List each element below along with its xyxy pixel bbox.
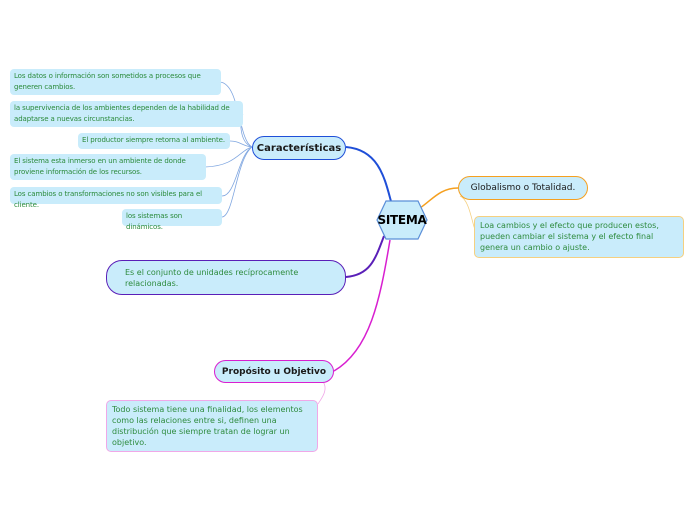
branch-globalismo[interactable]: Globalismo o Totalidad. <box>458 176 588 200</box>
proposito-detail[interactable]: Todo sistema tiene una finalidad, los el… <box>106 400 318 452</box>
branch-caracteristicas-label: Características <box>256 142 342 154</box>
caracteristica-item-text: Los datos o información son sometidos a … <box>14 72 201 91</box>
branch-conjunto[interactable]: Es el conjunto de unidades recíprocament… <box>106 260 346 295</box>
branch-proposito-label: Propósito u Objetivo <box>221 366 327 377</box>
link-center-conjunto <box>345 235 385 278</box>
caracteristica-item[interactable]: El sistema esta inmerso en un ambiente d… <box>10 154 206 180</box>
caracteristica-item[interactable]: los sistemas son dinámicos. <box>122 209 222 231</box>
branch-caracteristicas[interactable]: Características <box>252 136 346 160</box>
caracteristica-item[interactable]: El productor siempre retorna al ambiente… <box>78 133 230 149</box>
globalismo-detail-text: Loa cambios y el efecto que producen est… <box>480 221 659 252</box>
branch-conjunto-text: Es el conjunto de unidades recíprocament… <box>125 268 299 288</box>
caracteristica-item-text: Los cambios o transformaciones no son vi… <box>14 190 202 209</box>
branch-proposito[interactable]: Propósito u Objetivo <box>214 360 334 383</box>
link-center-globalismo <box>419 187 459 209</box>
caracteristica-item-text: los sistemas son dinámicos. <box>126 212 183 231</box>
link-center-caracteristicas <box>345 146 393 206</box>
hexagon-shape <box>376 200 428 240</box>
proposito-detail-text: Todo sistema tiene una finalidad, los el… <box>112 405 303 447</box>
caracteristica-item[interactable]: Los cambios o transformaciones no son vi… <box>10 187 222 209</box>
central-node-label: SITEMA <box>377 213 427 227</box>
branch-globalismo-label: Globalismo o Totalidad. <box>470 183 576 193</box>
caracteristica-item[interactable]: Los datos o información son sometidos a … <box>10 69 221 95</box>
caracteristica-item-text: la supervivencia de los ambientes depend… <box>14 104 230 123</box>
caracteristica-item-text: El productor siempre retorna al ambiente… <box>82 136 225 144</box>
link-center-proposito <box>333 239 391 372</box>
central-node[interactable]: SITEMA <box>376 200 428 240</box>
caracteristica-item[interactable]: la supervivencia de los ambientes depend… <box>10 101 243 127</box>
caracteristica-item-text: El sistema esta inmerso en un ambiente d… <box>14 157 186 176</box>
globalismo-detail[interactable]: Loa cambios y el efecto que producen est… <box>474 216 684 258</box>
link-proposito-detail <box>317 379 326 405</box>
